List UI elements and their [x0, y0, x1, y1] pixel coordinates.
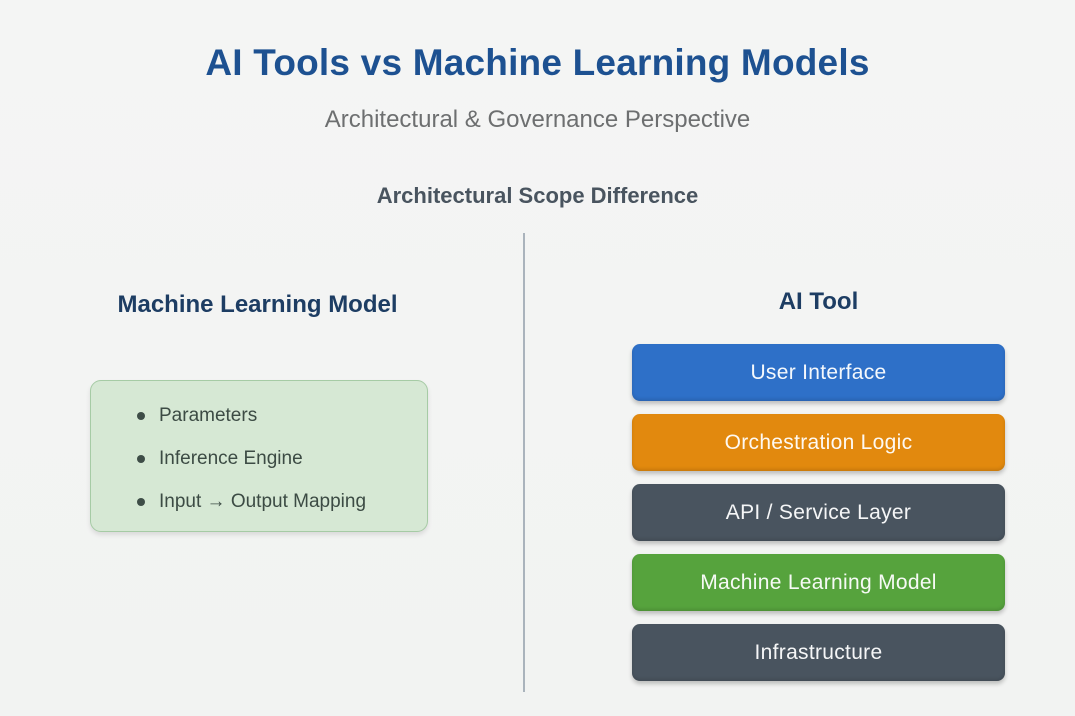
list-item: Inference Engine [137, 448, 409, 470]
layer-api-service-layer: API / Service Layer [632, 484, 1005, 541]
list-item: Parameters [137, 405, 409, 427]
right-column-heading: AI Tool [778, 288, 859, 315]
layer-machine-learning-model: Machine Learning Model [632, 554, 1005, 611]
layer-label: User Interface [750, 360, 887, 384]
layer-label: Orchestration Logic [724, 430, 913, 454]
page-subtitle: Architectural & Governance Perspective [324, 106, 751, 133]
bullet-icon [137, 412, 145, 420]
layer-label: Machine Learning Model [700, 570, 937, 594]
layer-user-interface: User Interface [632, 344, 1005, 401]
ml-model-panel: Parameters Inference Engine Input → Outp… [90, 380, 428, 532]
bullet-icon [137, 455, 145, 463]
list-item: Input → Output Mapping [137, 491, 409, 513]
bullet-icon [137, 498, 145, 506]
bullet-label: Parameters [159, 405, 258, 426]
section-heading: Architectural Scope Difference [376, 183, 699, 208]
left-column-heading: Machine Learning Model [117, 291, 398, 318]
layer-orchestration-logic: Orchestration Logic [632, 414, 1005, 471]
ai-tool-layer-stack: User Interface Orchestration Logic API /… [632, 344, 1005, 681]
page-title: AI Tools vs Machine Learning Models [205, 42, 870, 83]
bullet-label: Input → Output Mapping [159, 491, 367, 512]
vertical-divider [523, 233, 525, 692]
bullet-label: Inference Engine [159, 448, 303, 469]
layer-label: Infrastructure [754, 640, 883, 664]
layer-label: API / Service Layer [725, 500, 912, 524]
layer-infrastructure: Infrastructure [632, 624, 1005, 681]
